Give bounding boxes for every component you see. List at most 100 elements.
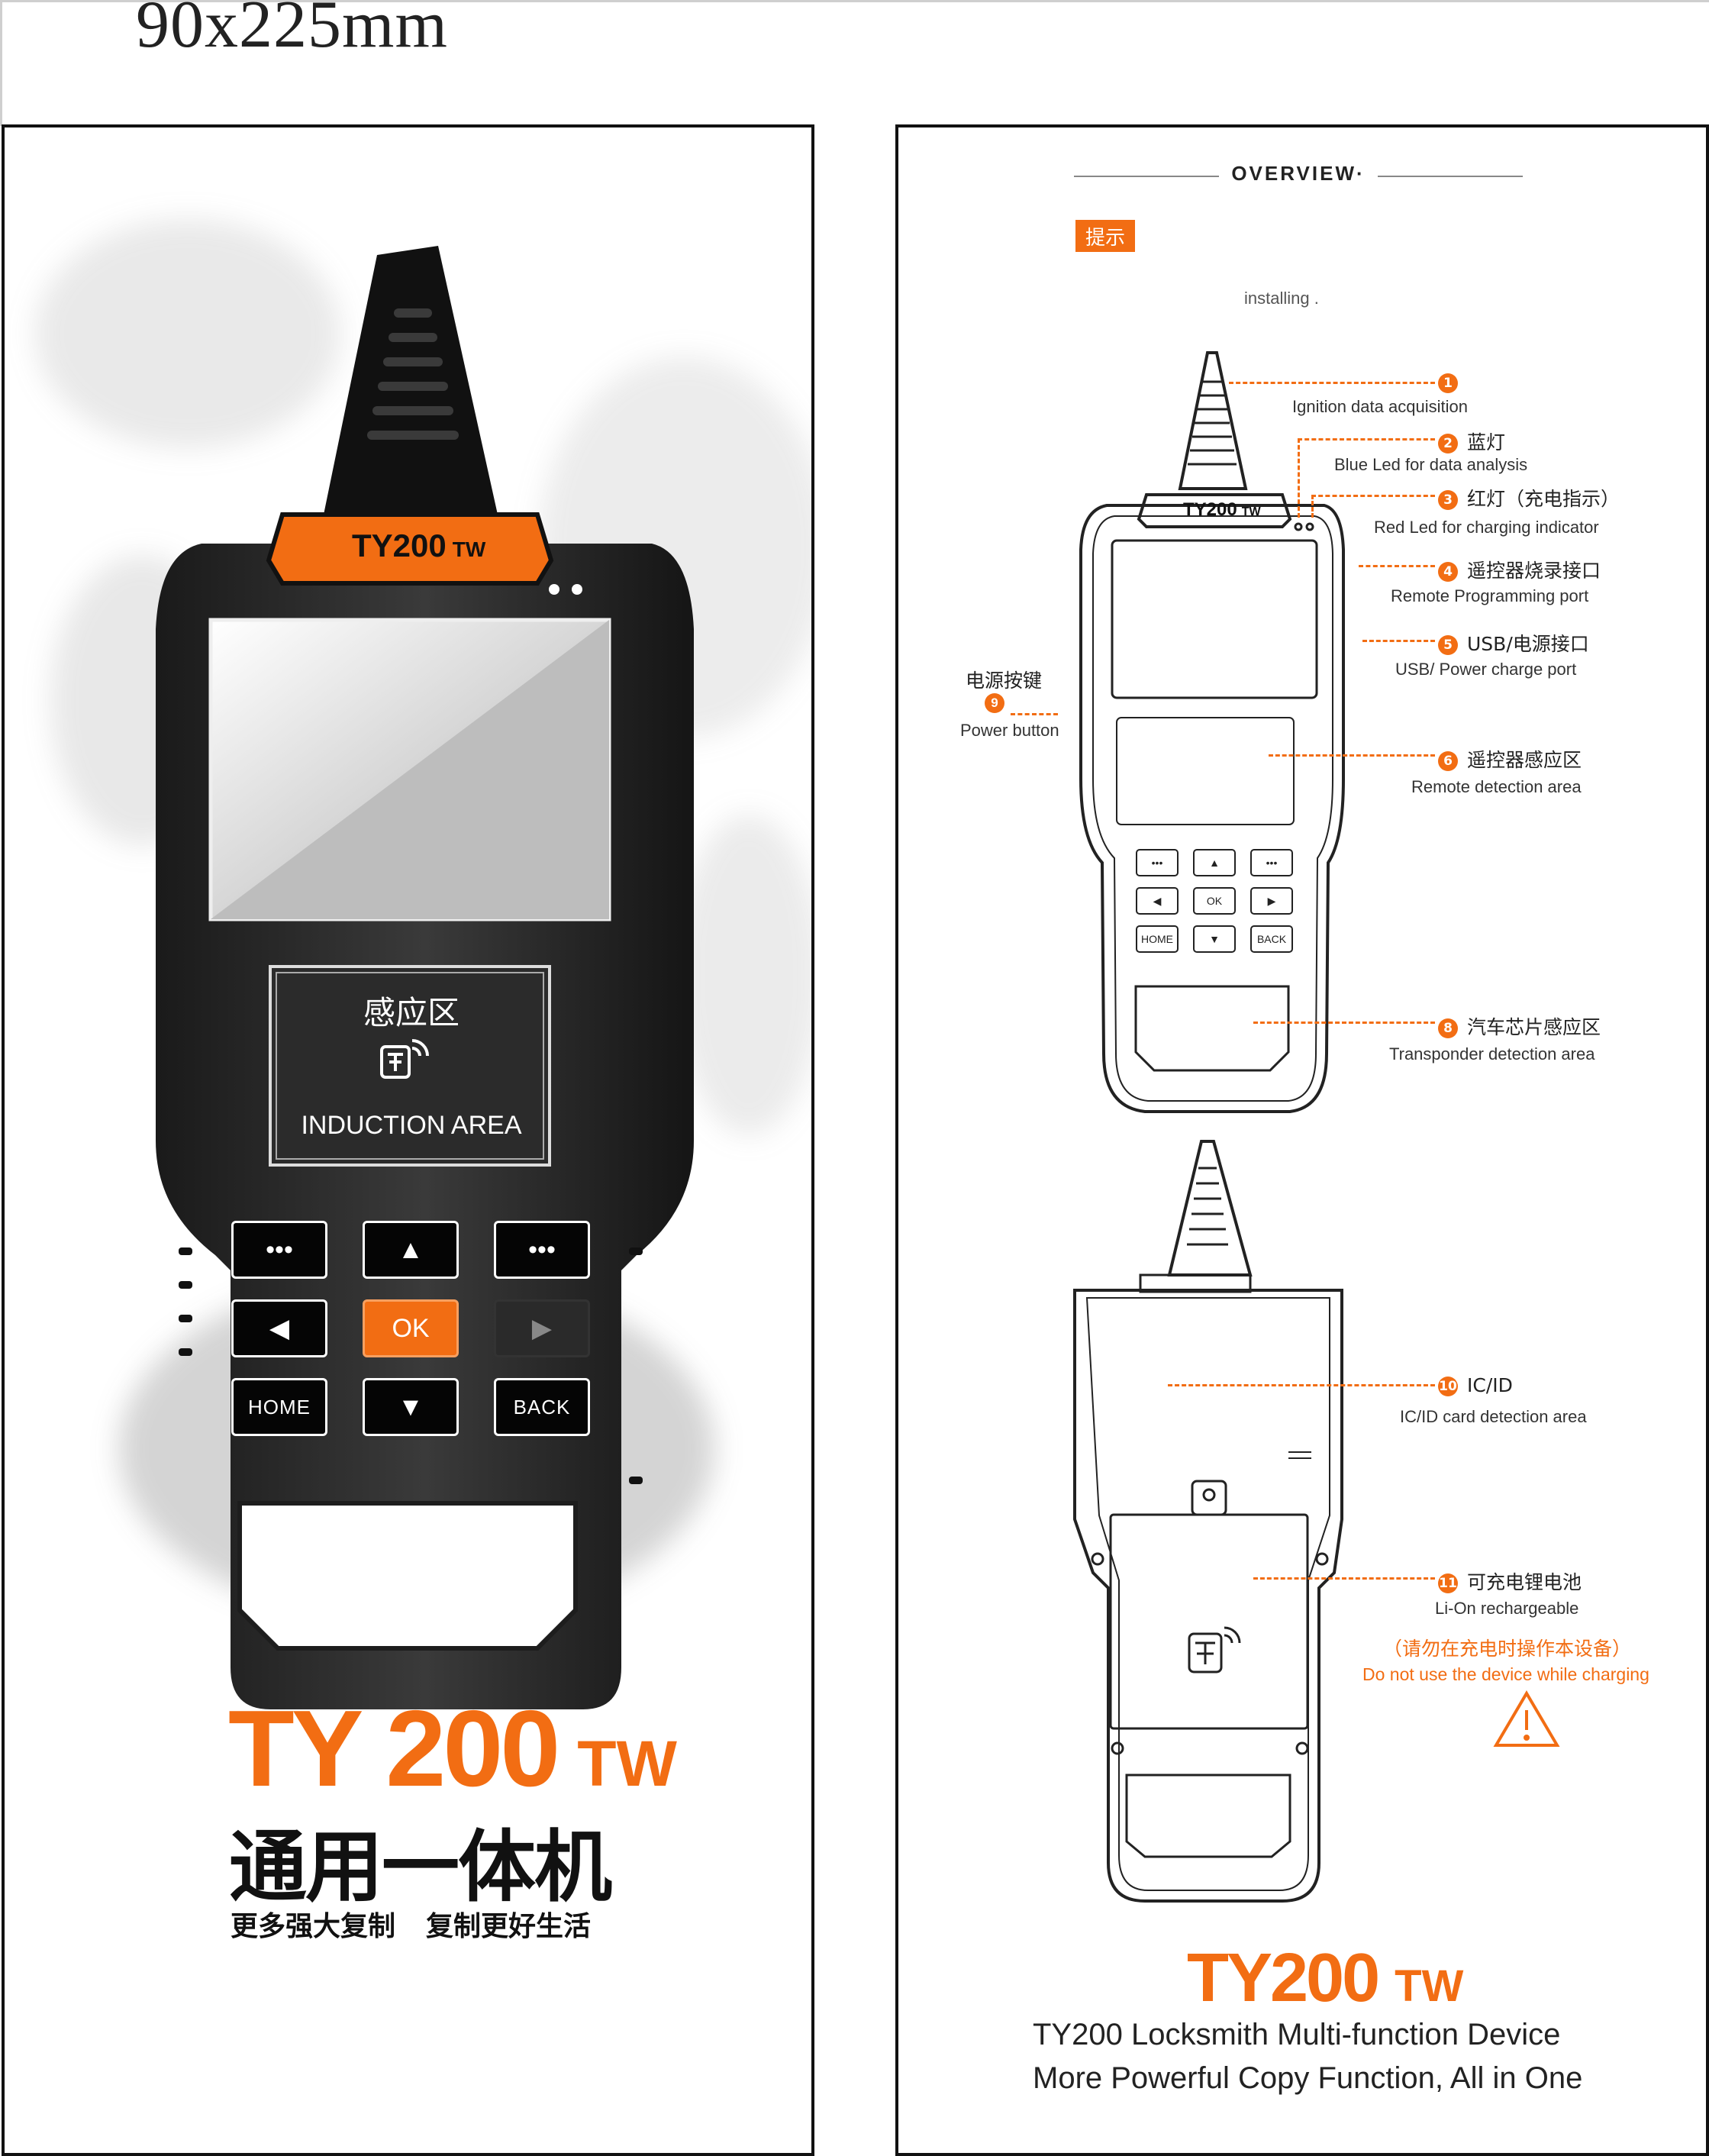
callout-line-10 [1168,1384,1435,1386]
overview-subtitle-2: More Powerful Copy Function, All in One [1033,2061,1583,2095]
callout-10-cn: IC/ID [1467,1374,1513,1396]
overview-subtitle-1: TY200 Locksmith Multi-function Device [1033,2018,1561,2051]
mini-key-more-right: ••• [1250,849,1293,876]
callout-4-en: Remote Programming port [1391,586,1589,605]
callout-5-title: 5 USB/电源接口 [1438,629,1589,657]
callout-6-number: 6 [1438,751,1458,771]
callout-9-en: Power button [960,721,1059,740]
induction-label-cn: 感应区 [363,994,459,1031]
callout-5-number: 5 [1438,635,1458,655]
top-border [0,0,1709,2]
mini-key-home: HOME [1136,925,1179,953]
callout-line-8 [1253,1022,1435,1024]
key-left[interactable]: ◀ [231,1299,327,1357]
callout-9-title: 电源按键 [966,670,1043,692]
callout-6-title: 6 遥控器感应区 [1438,745,1582,773]
callout-2-cn: 蓝灯 [1467,431,1506,453]
mini-key-ok: OK [1193,887,1236,915]
callout-9-number: 9 [985,693,1004,713]
front-device-brand-text: TY200 [1183,499,1237,520]
key-home[interactable]: HOME [231,1378,327,1436]
callout-line-9 [1011,713,1058,715]
callout-8-number: 8 [1438,1018,1458,1038]
callout-1-number: 1 [1438,373,1458,393]
product-slogan: 更多强大复制复制更好生活 [231,1904,591,1944]
callout-11-en: Li-On rechargeable [1435,1599,1579,1618]
callout-3-title: 3 红灯（充电指示） [1438,484,1620,512]
overview-title: OVERVIEW· [1231,162,1366,185]
mini-key-more-left: ••• [1136,849,1179,876]
callout-10-title: 10 IC/ID [1438,1374,1513,1396]
callout-line-1 [1229,382,1435,384]
callout-2-en: Blue Led for data analysis [1334,455,1528,474]
mini-key-down: ▼ [1193,925,1236,953]
induction-label-en: INDUCTION AREA [301,1111,522,1140]
front-head [1137,493,1292,528]
callout-4-cn: 遥控器烧录接口 [1467,560,1601,582]
callout-5-en: USB/ Power charge port [1395,660,1577,679]
key-ok[interactable]: OK [363,1299,459,1357]
key-down[interactable]: ▼ [363,1378,459,1436]
key-right[interactable]: ▶ [494,1299,590,1357]
callout-5-cn: USB/电源接口 [1467,633,1589,655]
back-transponder [1125,1774,1291,1858]
ty-logo-icon [380,1039,429,1079]
callout-2-number: 2 [1438,434,1458,453]
callout-2-title: 2 蓝灯 [1438,428,1505,455]
product-title-text: TY 200 [228,1688,560,1809]
callout-6-cn: 遥控器感应区 [1467,749,1582,771]
overview-product-title-text: TY200 [1187,1940,1380,2016]
callout-line-6 [1269,754,1435,757]
front-screen [1111,539,1318,699]
overview-rule-left [1074,176,1219,177]
callout-8-en: Transponder detection area [1389,1044,1595,1063]
callout-11-number: 11 [1438,1573,1458,1593]
callout-line-3-vertical [1311,495,1314,518]
callout-11-title: 11 可充电锂电池 [1438,1567,1582,1595]
mini-key-back: BACK [1250,925,1293,953]
front-antenna [1178,351,1248,490]
callout-11-cn: 可充电锂电池 [1467,1571,1582,1593]
ink-wash-4 [676,815,811,1135]
callout-6-en: Remote detection area [1411,777,1582,796]
front-transponder [1134,985,1290,1072]
callout-line-11 [1253,1577,1435,1580]
key-up[interactable]: ▲ [363,1221,459,1279]
warning-icon [1493,1690,1560,1747]
battery-cover [1109,1513,1309,1730]
key-more-right[interactable]: ••• [494,1221,590,1279]
ink-wash-1 [35,219,340,448]
device-brand-suffix: TW [452,537,486,561]
front-body [1079,504,1345,1113]
overview-rule-right [1378,176,1523,177]
callout-3-number: 3 [1438,490,1458,510]
key-back[interactable]: BACK [494,1378,590,1436]
mini-key-right: ▶ [1250,887,1293,915]
callout-line-3 [1311,495,1435,497]
charging-warning-cn: （请勿在充电时操作本设备） [1383,1638,1632,1660]
device-brand-text: TY200 [352,528,447,563]
back-body [1073,1289,1343,1903]
mini-key-left: ◀ [1136,887,1179,915]
callout-10-en: IC/ID card detection area [1400,1407,1587,1426]
overview-product-title: TY200 TW [1187,1939,1463,2018]
callout-4-title: 4 遥控器烧录接口 [1438,556,1601,583]
transponder-window [237,1501,578,1651]
callout-10-number: 10 [1438,1377,1458,1396]
slogan-part-a: 更多强大复制 [231,1910,396,1942]
overview-product-title-suffix: TW [1395,1961,1464,2011]
front-induction [1116,717,1295,825]
tip-badge: 提示 [1075,220,1135,252]
wireless-icon [411,1039,429,1057]
callout-1-en: Ignition data acquisition [1292,397,1468,416]
key-more-left[interactable]: ••• [231,1221,327,1279]
callout-4-number: 4 [1438,562,1458,582]
front-device-brand-suffix: TW [1241,505,1261,518]
callout-3-cn: 红灯（充电指示） [1467,488,1620,510]
charging-warning-en: Do not use the device while charging [1362,1664,1649,1684]
callout-line-4 [1359,565,1435,567]
